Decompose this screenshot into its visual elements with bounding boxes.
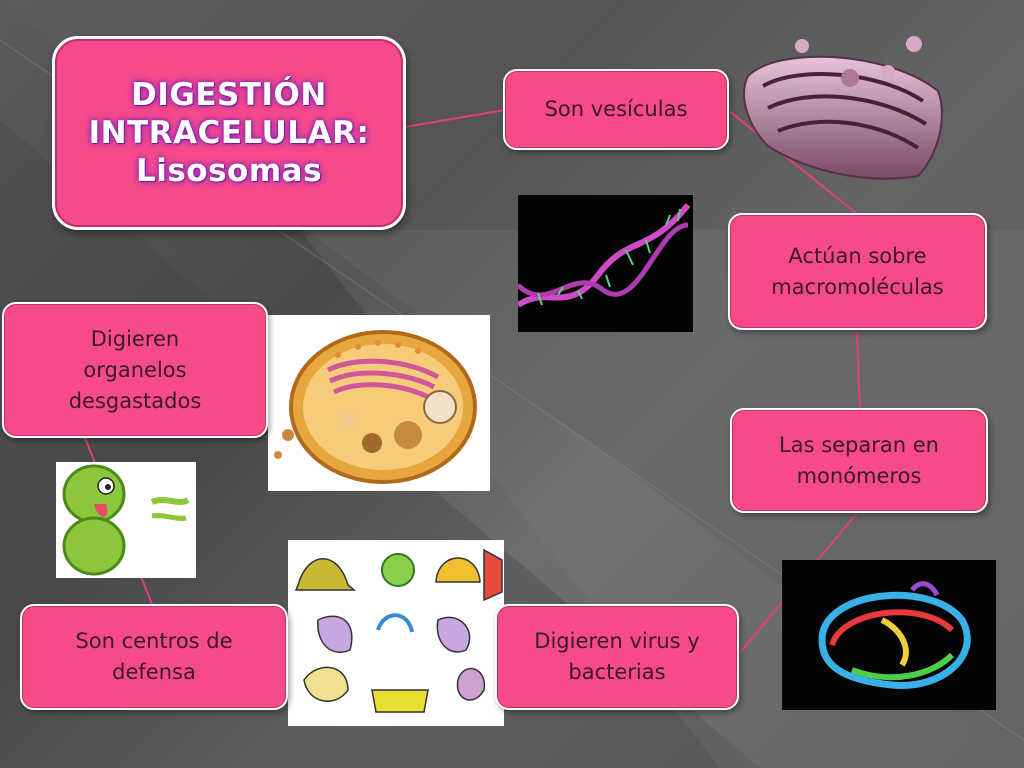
connector-vesiculas-macromoleculas bbox=[727, 109, 857, 214]
page-title: DIGESTIÓN INTRACELULAR: Lisosomas bbox=[88, 77, 370, 189]
node-son-vesiculas: Son vesículas bbox=[503, 69, 729, 150]
node-label: Son vesículas bbox=[544, 97, 688, 121]
node-monomeros: Las separan en monómeros bbox=[730, 408, 988, 513]
node-label: Las separan en monómeros bbox=[779, 432, 939, 488]
connector-title-vesiculas bbox=[404, 109, 506, 128]
node-label: Actúan sobre macromoléculas bbox=[771, 243, 944, 299]
title-box: DIGESTIÓN INTRACELULAR: Lisosomas bbox=[52, 36, 406, 230]
dna-icon bbox=[518, 195, 693, 332]
node-organelos: Digieren organelos desgastados bbox=[2, 302, 268, 438]
microbes-icon bbox=[288, 540, 504, 726]
connector-macromoleculas-monomeros bbox=[856, 329, 861, 411]
protein-icon bbox=[782, 560, 996, 710]
node-label: Son centros de defensa bbox=[75, 629, 233, 684]
node-macromoleculas: Actúan sobre macromoléculas bbox=[728, 213, 987, 330]
node-centros-defensa: Son centros de defensa bbox=[20, 604, 288, 710]
node-label: Digieren organelos desgastados bbox=[68, 326, 202, 413]
node-label: Digieren virus y bacterias bbox=[534, 629, 700, 684]
golgi-icon bbox=[738, 36, 950, 186]
node-virus-bacterias: Digieren virus y bacterias bbox=[495, 604, 739, 710]
cell-icon bbox=[268, 315, 490, 491]
bacterium-icon bbox=[56, 462, 196, 578]
